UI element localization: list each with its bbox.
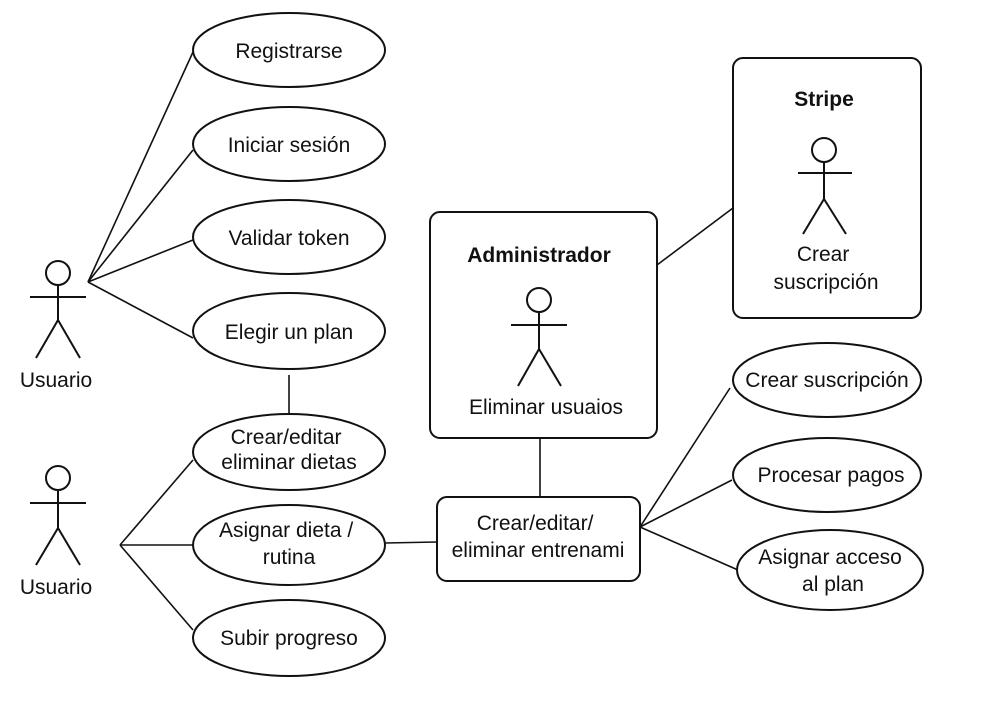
use-case-procesar-pagos[interactable]: Procesar pagos [732,437,922,513]
edge-entrenamiento-procesar-pagos [639,479,733,528]
use-case-elegir-plan[interactable]: Elegir un plan [192,292,386,370]
box-stripe[interactable]: Stripe Crear suscripción [732,57,922,319]
box-label-entrenamiento: Crear/editar/ eliminar entrenami [452,512,625,562]
actor-leg-left [35,527,59,566]
use-case-subir-progreso[interactable]: Subir progreso [192,599,386,677]
use-case-registrarse[interactable]: Registrarse [192,12,386,88]
connectors [87,51,739,631]
edge-asignar-entrenamiento [384,541,438,544]
use-case-crear-editar-dietas[interactable]: Crear/editar eliminar dietas [192,413,386,491]
box-title-administrador: Administrador [467,244,611,267]
edge-usuario-registrarse [87,51,194,283]
edge-usuario-validar-token [87,239,194,283]
actor-leg-right [538,348,562,387]
actor-leg-left [35,319,59,359]
use-case-label: Validar token [228,227,349,250]
use-case-label: Asignar dieta / rutina [219,519,359,569]
use-case-label: Asignar acceso al plan [758,546,907,596]
edge-admin-stripe [656,207,734,266]
actor-head-icon [45,465,71,491]
actor-usuario-bottom: Usuario [20,465,92,599]
edge-entrenamiento-crear-suscripcion [639,387,731,528]
use-case-label: Elegir un plan [225,321,353,344]
edge-usuario-elegir-plan [87,281,194,339]
actor-head-icon [811,137,837,163]
use-case-label: Subir progreso [220,627,358,650]
use-case-asignar-dieta-rutina[interactable]: Asignar dieta / rutina [192,504,386,586]
actor-head-icon [45,260,71,286]
actor-leg-right [57,319,81,359]
box-caption-stripe: Crear suscripción [773,243,878,294]
actor-leg-right [57,527,81,566]
actor-leg-left [517,348,540,387]
use-case-validar-token[interactable]: Validar token [192,199,386,275]
actor-head-icon [526,287,552,313]
edge-usuario2-dietas [119,459,194,546]
actor-usuario-top: Usuario [20,260,92,392]
actor-label-usuario-top: Usuario [20,369,92,392]
actor-leg-left [802,198,825,235]
use-case-label: Crear suscripción [745,369,908,392]
actor-label-usuario-bottom: Usuario [20,576,92,599]
use-case-label: Crear/editar eliminar dietas [221,426,356,474]
box-administrador[interactable]: Administrador Eliminar usuaios [429,211,658,439]
box-crear-editar-entrenamiento[interactable]: Crear/editar/ eliminar entrenami [436,496,641,582]
edge-usuario-iniciar-sesion [87,149,194,283]
use-case-crear-suscripcion[interactable]: Crear suscripción [732,342,922,418]
use-case-iniciar-sesion[interactable]: Iniciar sesión [192,106,386,182]
edge-entrenamiento-asignar-acceso [639,526,739,571]
use-case-label: Procesar pagos [757,464,904,487]
actor-leg-right [823,198,847,235]
edge-usuario2-progreso [119,544,194,631]
use-case-label: Iniciar sesión [228,134,351,157]
box-title-stripe: Stripe [794,88,854,111]
box-caption-administrador: Eliminar usuaios [469,396,623,419]
use-case-asignar-acceso[interactable]: Asignar acceso al plan [736,529,924,611]
use-case-label: Registrarse [235,40,342,63]
